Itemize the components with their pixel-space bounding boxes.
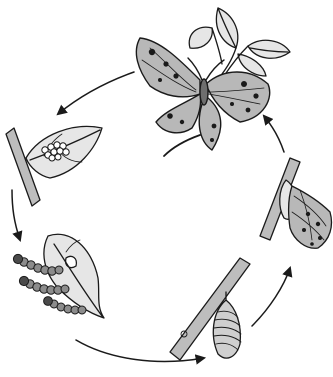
arrow-eggs-to-caterpillars — [12, 190, 20, 240]
caterpillars-on-leaf-stage — [13, 234, 104, 318]
butterfly-icon — [136, 38, 269, 150]
arrow-butterfly-to-eggs — [58, 72, 134, 114]
emerging-butterfly-icon — [289, 186, 332, 248]
adult-butterfly-stage — [136, 8, 290, 156]
eggs-on-leaf-stage — [6, 126, 102, 206]
arrow-chrysalis-to-emerging — [252, 268, 290, 326]
emerging-butterfly-stage — [260, 158, 332, 248]
chrysalis-stage — [170, 258, 250, 360]
arrow-emerging-to-butterfly — [264, 116, 284, 152]
